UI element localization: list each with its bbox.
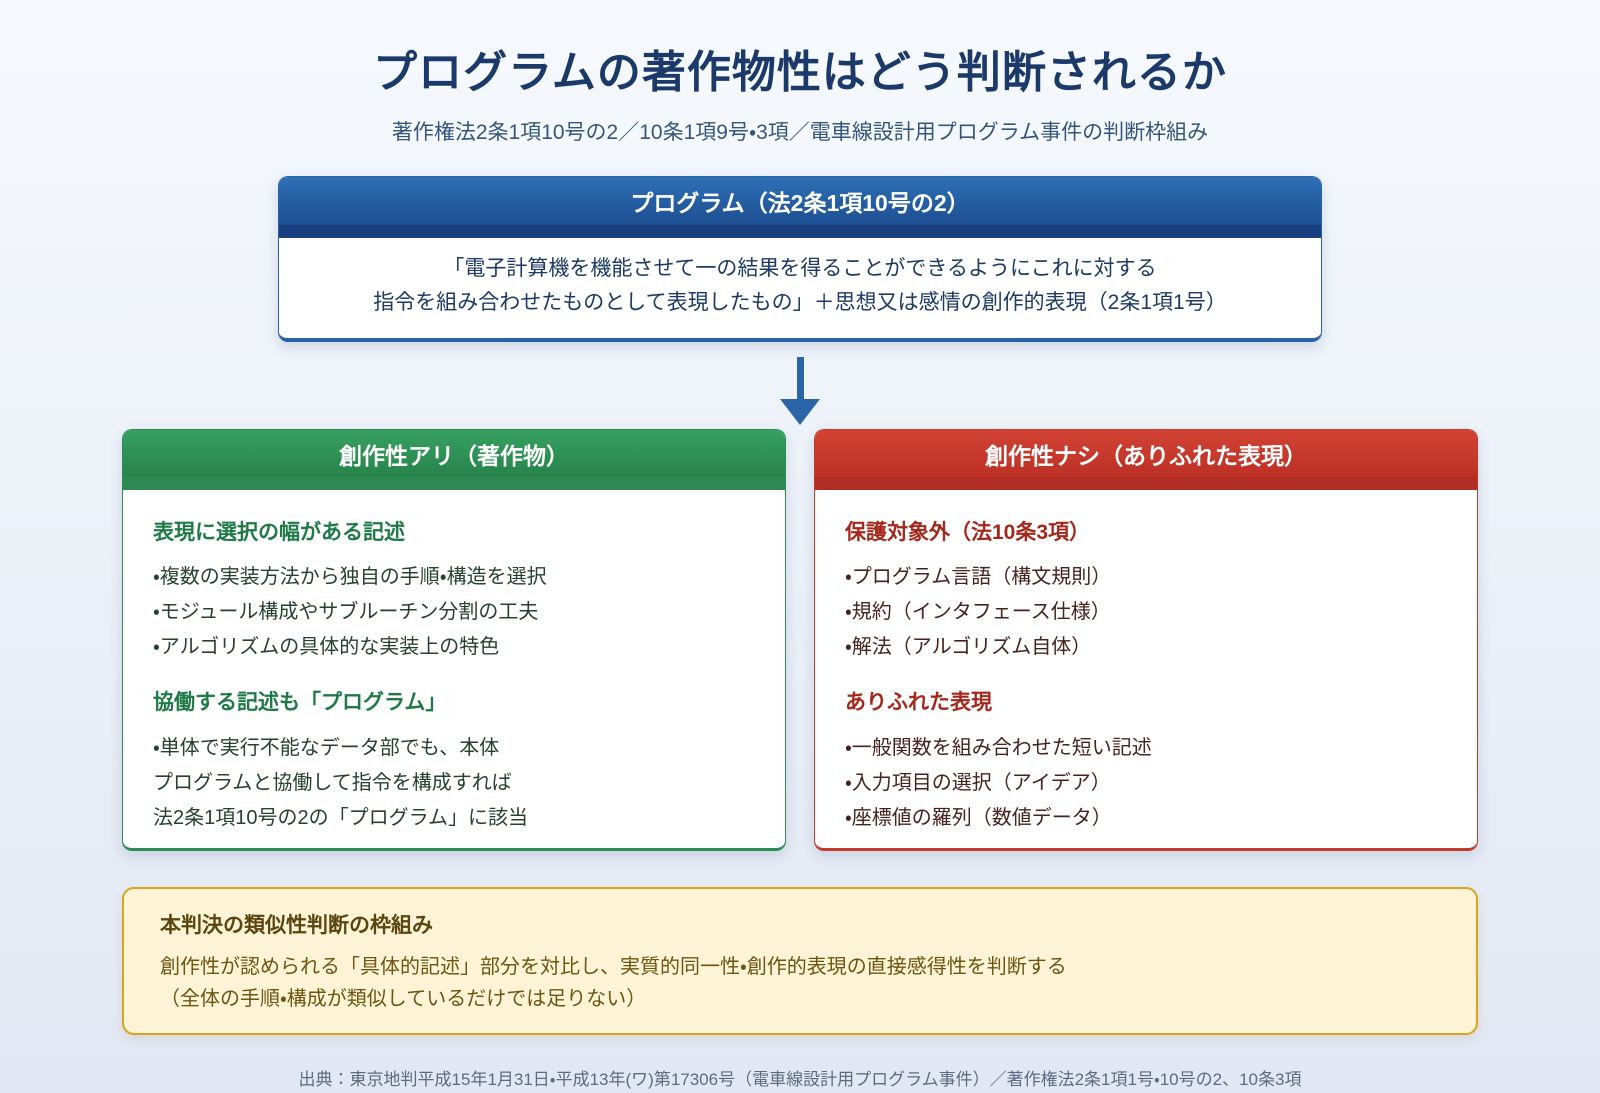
- bullet-item: ・モジュール構成やサブルーチン分割の工夫: [153, 601, 539, 624]
- bullet-item: ・座標値の羅列（数値データ）: [845, 806, 1112, 829]
- creative-no-card-header-label: 創作性ナシ（ありふれた表現）: [985, 442, 1307, 469]
- creative-no-accent-band: [815, 477, 1477, 491]
- program-box-header: プログラム（法2条1項10号の2）: [279, 177, 1321, 225]
- section-heading: 協働する記述も「プログラム」: [153, 691, 447, 715]
- bullet-item: ・規約（インタフェース仕様）: [845, 601, 1111, 624]
- section-heading: 表現に選択の幅がある記述: [153, 521, 405, 545]
- creative-yes-accent-band: [123, 477, 785, 491]
- creative-no-card: 創作性ナシ（ありふれた表現） 保護対象外（法10条3項） ・プログラム言語（構文…: [814, 429, 1478, 852]
- program-box-header-label: プログラム（法2条1項10号の2）: [630, 190, 970, 216]
- similarity-framework-heading: 本判決の類似性判断の枠組み: [160, 914, 433, 938]
- program-box-accent-band: [279, 225, 1321, 238]
- source-footnote: 出典：東京地判平成15年1月31日・平成13年(ワ)第17306号（電車線設計用…: [298, 1070, 1302, 1090]
- bullet-item: ・アルゴリズムの具体的な実装上の特色: [153, 636, 500, 659]
- bullet-item: ・複数の実装方法から独自の手順・構造を選択: [153, 566, 547, 589]
- program-box-body: 「電子計算機を機能させて一の結果を得ることができるようにこれに対する 指令を組み…: [279, 238, 1321, 339]
- creative-no-card-header: 創作性ナシ（ありふれた表現）: [815, 430, 1477, 478]
- creative-yes-card-body: 表現に選択の幅がある記述 ・複数の実装方法から独自の手順・構造を選択 ・モジュー…: [123, 490, 785, 836]
- down-arrow-stem: [796, 357, 804, 400]
- similarity-framework-body: 創作性が認められる「具体的記述」部分を対比し、実質的同一性・創作的表現の直接感得…: [160, 956, 1067, 1011]
- program-definition-line-1: 「電子計算機を機能させて一の結果を得ることができるようにこれに対する: [443, 257, 1157, 280]
- bullet-item: ・プログラム言語（構文規則）: [845, 566, 1112, 589]
- creative-no-section-1: 保護対象外（法10条3項） ・プログラム言語（構文規則） ・規約（インタフェース…: [845, 518, 1447, 665]
- bullet-item: ・解法（アルゴリズム自体）: [845, 636, 1092, 659]
- section-heading: ありふれた表現: [845, 691, 992, 715]
- page-title: プログラムの著作物性はどう判断されるか: [373, 48, 1227, 97]
- program-definition-line-2: 指令を組み合わせたものとして表現したもの」＋思想又は感情の創作的表現（2条1項1…: [373, 291, 1227, 315]
- down-arrow-head: [780, 399, 820, 426]
- creative-yes-section-1: 表現に選択の幅がある記述 ・複数の実装方法から独自の手順・構造を選択 ・モジュー…: [153, 518, 755, 665]
- section-heading: 保護対象外（法10条3項）: [845, 521, 1091, 545]
- similarity-framework-box: 本判決の類似性判断の枠組み 創作性が認められる「具体的記述」部分を対比し、実質的…: [122, 887, 1478, 1036]
- creative-yes-card: 創作性アリ（著作物） 表現に選択の幅がある記述 ・複数の実装方法から独自の手順・…: [122, 429, 786, 852]
- down-arrow-icon: [780, 357, 820, 426]
- bullet-item: ・一般関数を組み合わせた短い記述: [845, 736, 1152, 759]
- creative-yes-card-header-label: 創作性アリ（著作物）: [339, 442, 569, 469]
- page-subtitle: 著作権法2条1項10号の2／10条1項9号・3項／電車線設計用プログラム事件の判…: [391, 121, 1209, 144]
- program-definition-box: プログラム（法2条1項10号の2） 「電子計算機を機能させて一の結果を得ることが…: [278, 176, 1322, 343]
- creative-no-card-body: 保護対象外（法10条3項） ・プログラム言語（構文規則） ・規約（インタフェース…: [815, 490, 1477, 836]
- creative-yes-card-header: 創作性アリ（著作物）: [123, 430, 785, 478]
- classification-cards-row: 創作性アリ（著作物） 表現に選択の幅がある記述 ・複数の実装方法から独自の手順・…: [122, 429, 1478, 852]
- bullet-item: ・入力項目の選択（アイデア）: [845, 771, 1111, 794]
- creative-yes-section-2: 協働する記述も「プログラム」 ・単体で実行不能なデータ部でも、本体 プログラムと…: [153, 688, 755, 835]
- creative-no-section-2: ありふれた表現 ・一般関数を組み合わせた短い記述 ・入力項目の選択（アイデア） …: [845, 688, 1447, 835]
- bullet-item: ・単体で実行不能なデータ部でも、本体 プログラムと協働して指令を構成すれば 法2…: [153, 736, 529, 829]
